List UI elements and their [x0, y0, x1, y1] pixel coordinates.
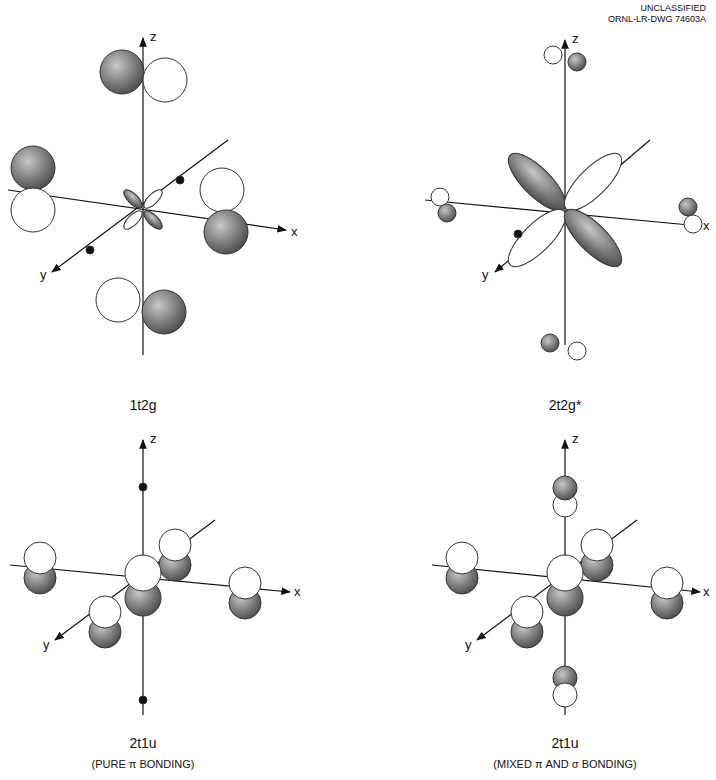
- axis-label: z: [150, 30, 157, 44]
- d-lobe-shaded: [556, 201, 630, 275]
- orbital-label: 2t1u: [551, 736, 578, 751]
- p-lobe-white: [11, 188, 55, 232]
- axes: [8, 38, 700, 715]
- p-lobe-shaded: [11, 146, 55, 190]
- y-axis: [477, 520, 637, 640]
- p-lobe-white: [547, 555, 583, 591]
- axis-label: y: [482, 268, 489, 282]
- t2g-bonding-orbital: [11, 50, 248, 334]
- bonding-note: (PURE π BONDING): [92, 758, 195, 770]
- drawing-number: ORNL-LR-DWG 74603A: [608, 15, 706, 25]
- ligand-dot: [139, 696, 147, 704]
- axis-label: z: [572, 32, 579, 46]
- p-lobe-white: [511, 596, 543, 628]
- p-lobe-white: [125, 555, 161, 591]
- p-lobe-white: [446, 542, 478, 574]
- z-axis: [564, 40, 565, 345]
- d-lobe-white: [500, 201, 574, 275]
- p-lobe-white: [581, 529, 613, 561]
- t1u-pi-orbital: [24, 483, 261, 704]
- p-lobe-shaded: [679, 198, 697, 216]
- p-lobe-white: [96, 278, 140, 322]
- axis-label: x: [294, 585, 301, 599]
- classification-mark: UNCLASSIFIED: [640, 4, 706, 14]
- p-lobe-white: [89, 596, 121, 628]
- p-lobe-white: [431, 188, 449, 206]
- p-lobe-white: [568, 342, 586, 360]
- ligand-dot: [86, 246, 94, 254]
- bonding-note: (MIXED π AND σ BONDING): [493, 758, 636, 770]
- d-lobe-white: [556, 145, 630, 219]
- d-lobe-white: [141, 187, 165, 211]
- p-lobe-shaded: [568, 53, 586, 71]
- p-lobe-shaded: [142, 290, 186, 334]
- d-lobe-shaded: [141, 208, 165, 232]
- p-lobe-shaded: [100, 50, 144, 94]
- orbital-label: 2t2g*: [549, 398, 582, 413]
- orbital-label: 1t2g: [129, 398, 156, 413]
- p-lobe-white: [200, 168, 244, 212]
- d-lobe-shaded: [500, 145, 574, 219]
- orbital-label: 2t1u: [129, 736, 156, 751]
- d-lobe-white: [121, 208, 145, 232]
- axis-label: y: [43, 638, 50, 652]
- axis-label: z: [572, 432, 579, 446]
- p-lobe-white: [24, 542, 56, 574]
- p-lobe-shaded: [541, 334, 559, 352]
- ligand-dot: [139, 483, 147, 491]
- p-lobe-shaded: [553, 476, 577, 500]
- d-lobe-shaded: [121, 187, 145, 211]
- axis-label: x: [703, 219, 710, 233]
- axis-label: y: [465, 638, 472, 652]
- axis-label: x: [703, 585, 710, 599]
- axis-label: x: [291, 225, 298, 239]
- p-lobe-shaded: [204, 210, 248, 254]
- ligand-dot: [176, 176, 184, 184]
- p-lobe-white: [651, 567, 683, 599]
- y-axis: [55, 520, 215, 640]
- p-lobe-white: [159, 529, 191, 561]
- t1u-mixed-orbital: [446, 476, 683, 707]
- p-lobe-white: [143, 58, 187, 102]
- axis-label: z: [150, 432, 157, 446]
- p-lobe-white: [229, 567, 261, 599]
- p-lobe-white: [553, 683, 577, 707]
- p-lobe-shaded: [438, 204, 456, 222]
- t2g-antibonding-orbital: [431, 46, 702, 360]
- y-axis: [52, 140, 228, 272]
- p-lobe-white: [684, 215, 702, 233]
- p-lobe-white: [544, 46, 562, 64]
- ligand-dot: [514, 230, 522, 238]
- axis-label: y: [40, 268, 47, 282]
